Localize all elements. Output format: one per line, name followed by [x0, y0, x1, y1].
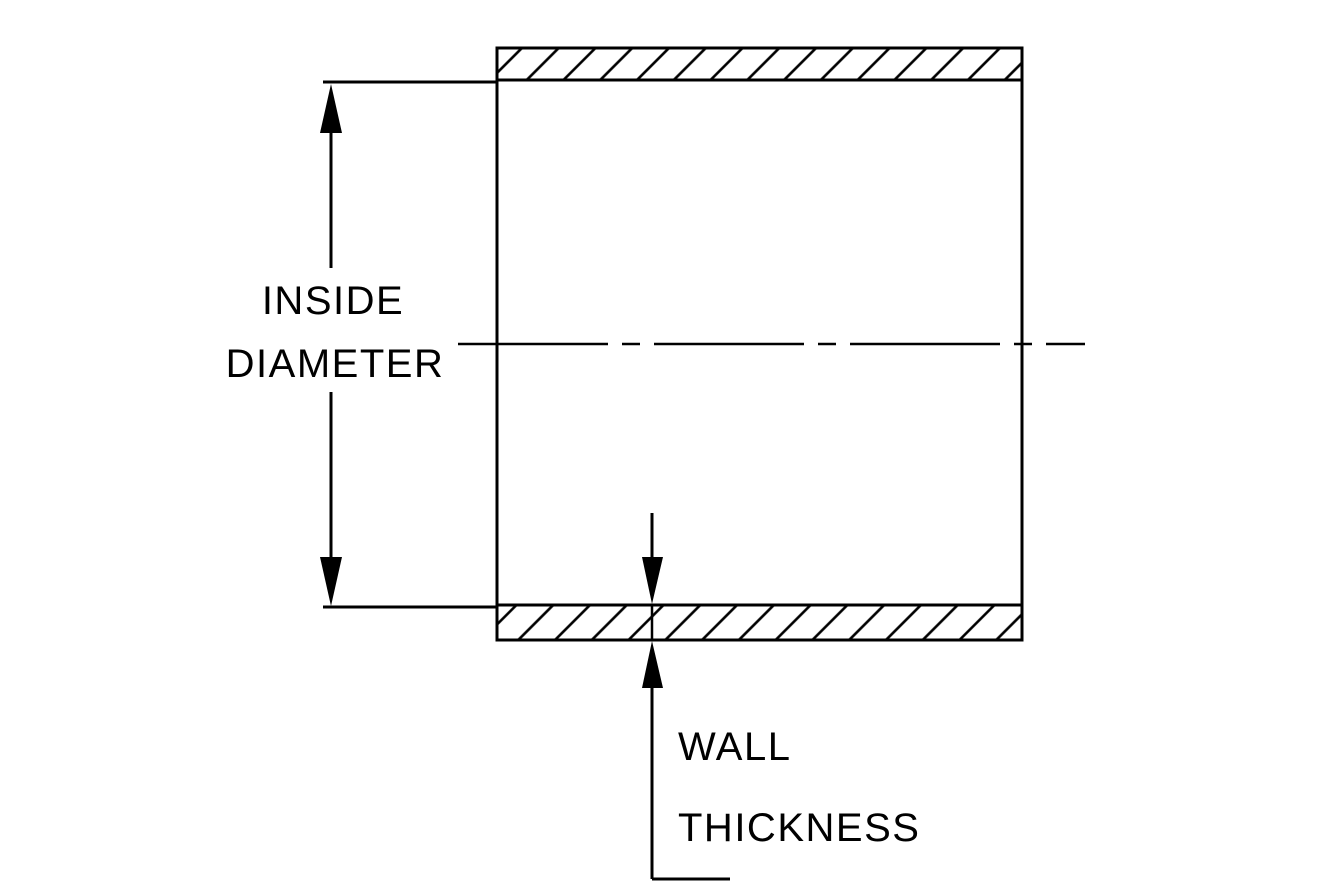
inside-diameter-label-line2: DIAMETER	[226, 342, 445, 386]
arrowhead-up-icon	[320, 84, 342, 133]
wall-thickness-label-line2: THICKNESS	[678, 806, 920, 850]
bottom-wall-hatch	[498, 606, 1021, 639]
wall-thickness-label-line1: WALL	[678, 725, 791, 769]
top-wall-hatch	[498, 49, 1021, 80]
wall-thickness-callout: WALL THICKNESS	[642, 513, 920, 881]
arrowhead-down-icon	[642, 557, 663, 604]
arrowhead-up-icon	[642, 641, 663, 688]
inside-diameter-label-line1: INSIDE	[262, 279, 404, 323]
tube-body	[495, 46, 1024, 642]
arrowhead-down-icon	[320, 557, 342, 606]
inside-diameter-dimension: INSIDE DIAMETER	[226, 80, 497, 609]
